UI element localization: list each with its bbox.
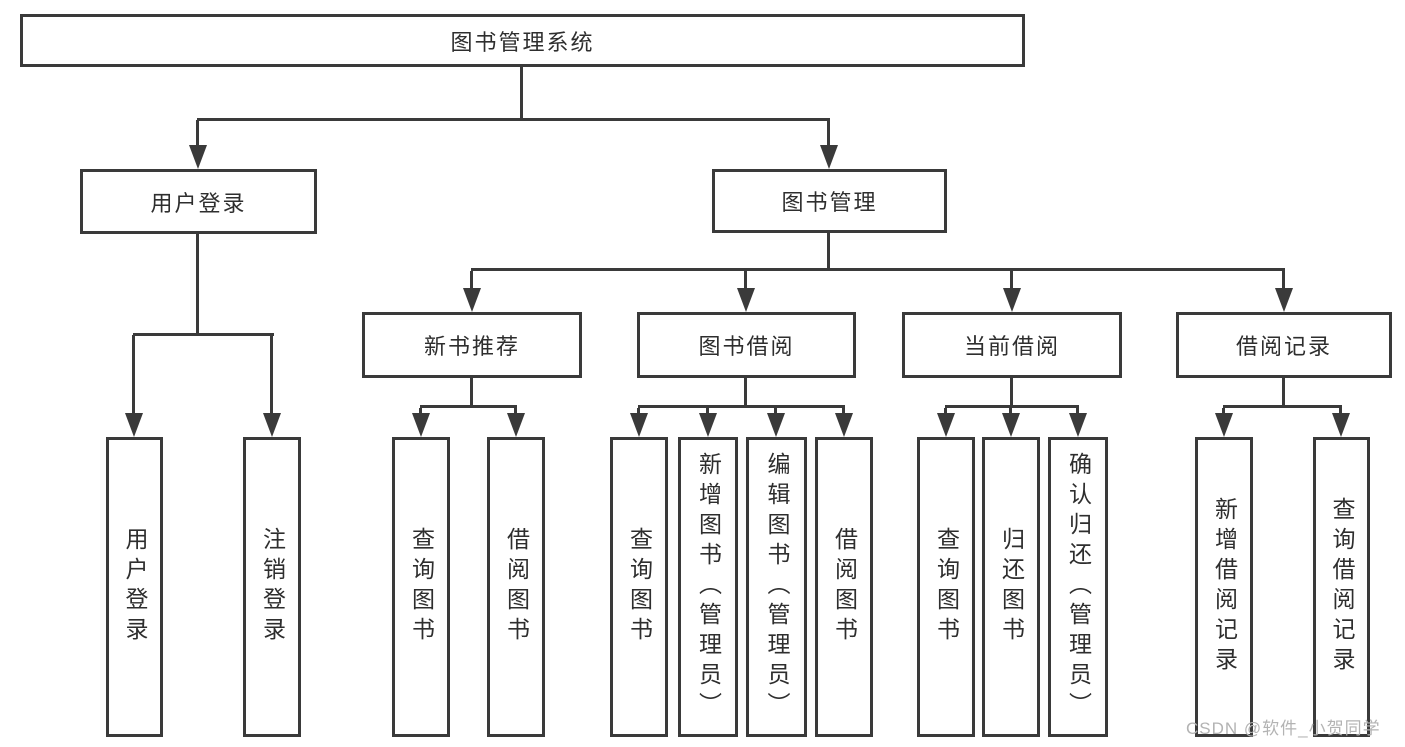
leaf-query-books-recommend: 查询图书 — [392, 437, 450, 737]
arrow-down-icon — [737, 271, 755, 312]
connector-borrow-record-stem — [1282, 378, 1285, 408]
node-new-book-recommendation: 新书推荐 — [362, 312, 582, 378]
leaf-return-books: 归还图书 — [982, 437, 1040, 737]
arrow-down-icon — [463, 271, 481, 312]
node-label: 借阅图书 — [831, 527, 858, 647]
arrow-down-icon — [1069, 408, 1087, 437]
node-label: 注销登录 — [259, 527, 286, 647]
connector-new-book-bus — [420, 405, 517, 408]
leaf-query-borrow-record: 查询借阅记录 — [1313, 437, 1370, 737]
leaf-add-book-admin: 新增图书（管理员） — [678, 437, 738, 737]
node-label: 借阅记录 — [1235, 334, 1332, 359]
connector-root-stem — [520, 67, 523, 120]
node-label: 确认归还（管理员） — [1065, 452, 1092, 722]
node-book-management: 图书管理 — [712, 169, 947, 233]
leaf-borrow-books-borrowing: 借阅图书 — [815, 437, 873, 737]
node-label: 新增图书（管理员） — [695, 452, 722, 722]
node-label: 查询图书 — [933, 527, 960, 647]
node-label: 新增借阅记录 — [1211, 497, 1238, 677]
arrow-down-icon — [767, 408, 785, 437]
arrow-down-icon — [1003, 271, 1021, 312]
arrow-down-icon — [835, 408, 853, 437]
node-book-borrowing: 图书借阅 — [637, 312, 856, 378]
leaf-query-books-borrowing: 查询图书 — [610, 437, 668, 737]
connector-borrow-record-bus — [1223, 405, 1342, 408]
arrow-down-icon — [1275, 271, 1293, 312]
node-label: 查询借阅记录 — [1329, 497, 1355, 677]
node-user-login: 用户登录 — [80, 169, 317, 234]
arrow-down-icon — [820, 120, 838, 169]
connector-book-mgmt-bus — [471, 268, 1285, 271]
connector-current-borrow-stem — [1010, 378, 1013, 408]
watermark: CSDN @软件_小贺同学 — [1186, 719, 1381, 738]
connector-book-borrow-bus — [638, 405, 845, 408]
arrow-down-icon — [937, 408, 955, 437]
connector-new-book-stem — [470, 378, 473, 408]
connector-book-mgmt-stem — [827, 233, 830, 271]
leaf-query-books-current: 查询图书 — [917, 437, 975, 737]
node-label: 用户登录 — [122, 527, 148, 647]
node-label: 图书管理系统 — [450, 29, 595, 55]
connector-user-login-bus — [133, 333, 274, 336]
arrow-down-icon — [125, 335, 143, 437]
leaf-add-borrow-record: 新增借阅记录 — [1195, 437, 1253, 737]
node-label: 编辑图书（管理员） — [764, 452, 790, 722]
node-label: 借阅图书 — [503, 527, 530, 647]
arrow-down-icon — [699, 408, 717, 437]
node-label: 图书管理 — [781, 190, 878, 215]
node-label: 图书借阅 — [698, 334, 795, 359]
node-label: 当前借阅 — [963, 334, 1060, 359]
arrow-down-icon — [1332, 408, 1350, 437]
node-label: 查询图书 — [408, 527, 435, 647]
arrow-down-icon — [507, 408, 525, 437]
arrow-down-icon — [630, 408, 648, 437]
leaf-logout: 注销登录 — [243, 437, 301, 737]
node-current-borrowing: 当前借阅 — [902, 312, 1122, 378]
node-library-management-system: 图书管理系统 — [20, 14, 1025, 67]
connector-book-borrow-stem — [744, 378, 747, 408]
arrow-down-icon — [189, 120, 207, 169]
node-label: 新书推荐 — [423, 334, 520, 359]
leaf-user-login: 用户登录 — [106, 437, 163, 737]
arrow-down-icon — [412, 408, 430, 437]
leaf-borrow-books-recommend: 借阅图书 — [487, 437, 545, 737]
connector-user-login-stem — [196, 234, 199, 336]
leaf-edit-book-admin: 编辑图书（管理员） — [746, 437, 807, 737]
node-label: 查询图书 — [626, 527, 653, 647]
node-label: 用户登录 — [150, 190, 247, 216]
node-borrowing-records: 借阅记录 — [1176, 312, 1392, 378]
connector-root-bus — [197, 118, 830, 121]
arrow-down-icon — [1002, 408, 1020, 437]
node-label: 归还图书 — [998, 527, 1025, 647]
leaf-confirm-return-admin: 确认归还（管理员） — [1048, 437, 1108, 737]
connector-current-borrow-bus — [945, 405, 1079, 408]
arrow-down-icon — [1215, 408, 1233, 437]
arrow-down-icon — [263, 335, 281, 437]
